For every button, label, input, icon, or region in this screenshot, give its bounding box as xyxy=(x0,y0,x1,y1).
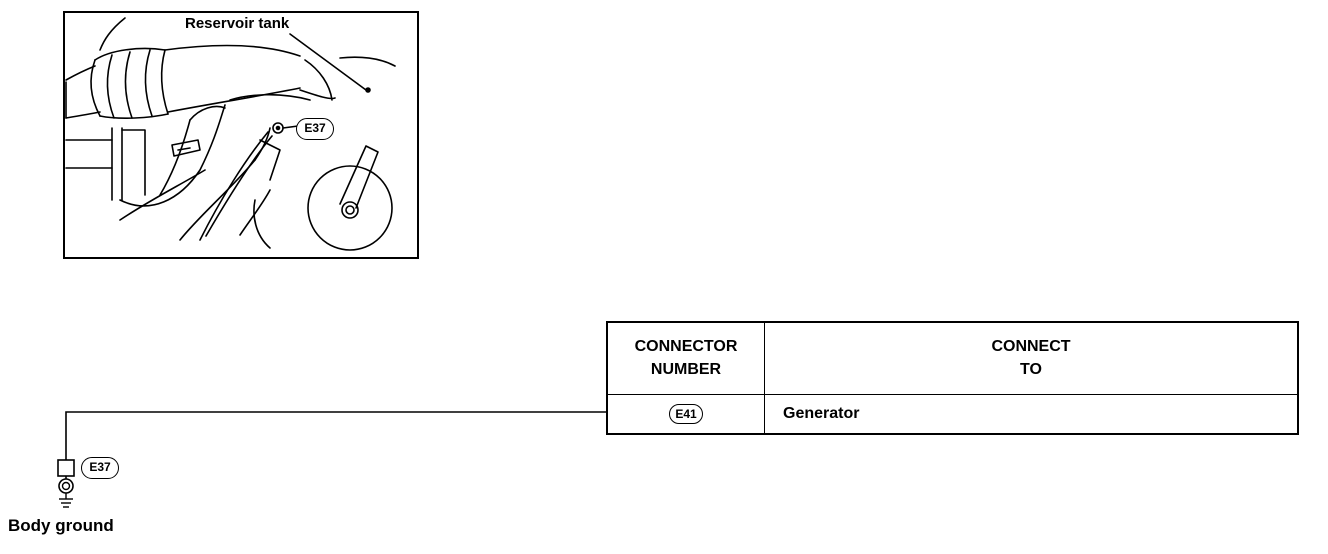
header-col1-line2: NUMBER xyxy=(650,361,722,379)
reservoir-tank-label: Reservoir tank xyxy=(185,15,290,32)
connector-number-cell: E41 xyxy=(606,393,765,435)
ground-connector-block xyxy=(57,459,75,477)
header-connector-number: CONNECTOR NUMBER xyxy=(606,321,765,395)
illustration-frame xyxy=(63,11,419,259)
ground-symbol xyxy=(59,493,73,508)
connector-table: CONNECTOR NUMBER CONNECT TO E41 Generato… xyxy=(606,321,1299,435)
connector-e41-tag: E41 xyxy=(669,403,703,424)
header-col2-line2: TO xyxy=(1020,361,1042,379)
table-header-row: CONNECTOR NUMBER CONNECT TO xyxy=(606,321,1299,395)
illustration-connector-e37-tag: E37 xyxy=(296,118,334,140)
body-ground-label: Body ground xyxy=(8,516,114,535)
engine-bay-sketch xyxy=(65,17,396,251)
table-row: E41 Generator xyxy=(606,393,1299,435)
ground-connector-e37-tag: E37 xyxy=(81,457,119,479)
header-col2-line1: CONNECT xyxy=(991,338,1071,356)
connect-to-cell: Generator xyxy=(764,393,1299,435)
ground-terminal-outer xyxy=(58,478,74,494)
ground-wire xyxy=(65,411,606,460)
header-col1-line1: CONNECTOR xyxy=(634,338,738,356)
header-connect-to: CONNECT TO xyxy=(764,321,1299,395)
ground-terminal-inner xyxy=(61,481,71,491)
